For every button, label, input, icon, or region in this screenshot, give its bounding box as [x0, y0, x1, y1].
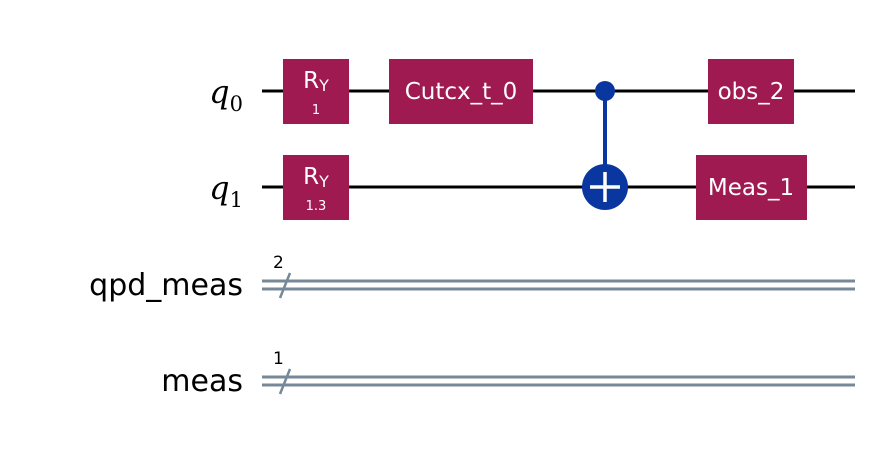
svg-text:RY: RY [303, 164, 329, 191]
svg-text:Cutcx_t_0: Cutcx_t_0 [405, 79, 518, 105]
classical-label-meas: meas [161, 364, 243, 399]
classical-label-qpd-meas: qpd_meas [89, 268, 243, 303]
ry-gate-q0-param: 1 [312, 103, 320, 118]
register-size-qpd-meas: 2 [273, 253, 284, 273]
meas-gate[interactable]: Meas_1 [696, 155, 807, 220]
svg-text:RY: RY [303, 68, 329, 95]
cutcx-gate[interactable]: Cutcx_t_0 [389, 59, 533, 124]
cnot-gate[interactable] [582, 81, 628, 210]
bus-slash-meas [278, 368, 292, 395]
svg-text:obs_2: obs_2 [718, 79, 785, 105]
ry-gate-q1[interactable]: RY 1.3 [283, 155, 349, 220]
classical-wire-qpd-meas [262, 279, 855, 291]
ry-gate-q1-param: 1.3 [306, 199, 327, 214]
ry-gate-q0[interactable]: RY 1 [283, 59, 349, 124]
bus-slash-qpd-meas [278, 272, 292, 299]
register-size-meas: 1 [273, 349, 284, 369]
qubit-label-q1: q1 [209, 169, 243, 212]
qubit-label-q0: q0 [209, 73, 243, 116]
svg-text:Meas_1: Meas_1 [708, 175, 794, 201]
obs-gate[interactable]: obs_2 [708, 59, 794, 124]
cnot-control-dot [595, 81, 615, 101]
classical-wire-meas [262, 375, 855, 387]
